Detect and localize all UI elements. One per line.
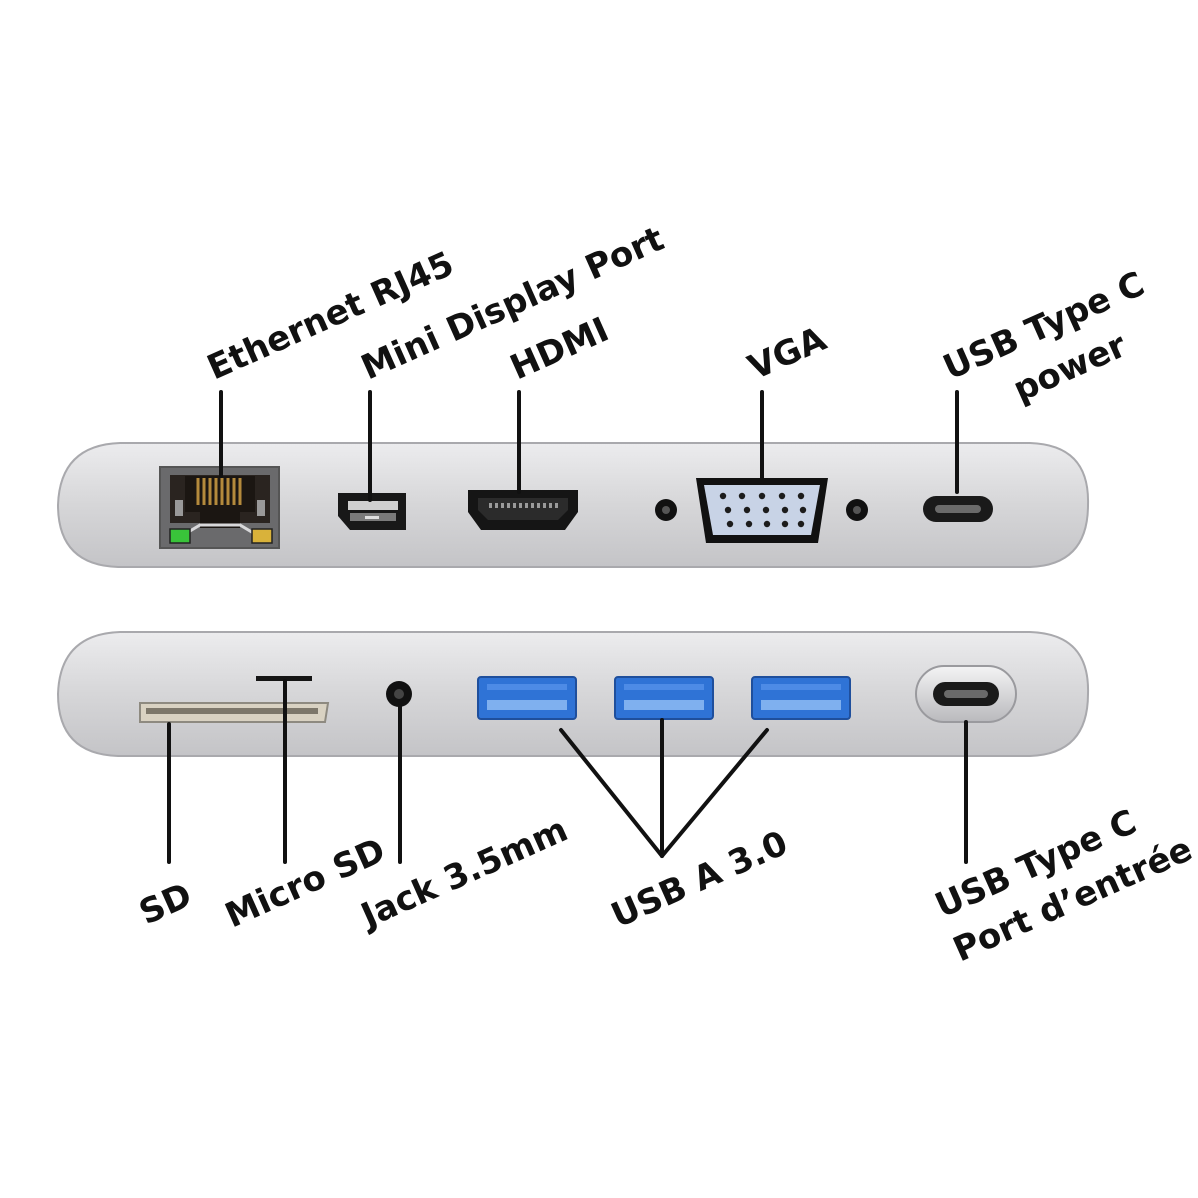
sd-card-slot bbox=[139, 702, 330, 723]
ethernet-port bbox=[159, 466, 280, 549]
label-jack: Jack 3.5mm bbox=[354, 810, 574, 937]
ethernet-led-green bbox=[169, 528, 191, 544]
callout-line-usb-a-3 bbox=[660, 728, 769, 858]
top-dock-side bbox=[56, 442, 1090, 568]
callout-lines bbox=[167, 390, 968, 864]
usb-a-port-2 bbox=[614, 676, 714, 720]
label-ethernet: Ethernet RJ45 bbox=[201, 244, 459, 388]
vga-port bbox=[655, 478, 868, 543]
bottom-labels: SD Micro SD Jack 3.5mm USB A 3.0 USB Typ… bbox=[133, 802, 1198, 970]
usb-a-port-1 bbox=[477, 676, 577, 720]
label-vga: VGA bbox=[742, 319, 832, 389]
micro-sd-slot bbox=[256, 676, 312, 681]
callout-line-usb-a-1 bbox=[559, 728, 664, 858]
ethernet-led-amber bbox=[251, 528, 273, 544]
mini-displayport-port bbox=[338, 493, 406, 530]
hdmi-port bbox=[468, 490, 578, 530]
label-sd: SD bbox=[133, 875, 197, 933]
bottom-dock-side bbox=[56, 631, 1090, 757]
label-usb-a: USB A 3.0 bbox=[605, 823, 793, 936]
top-labels: Ethernet RJ45 Mini Display Port HDMI VGA… bbox=[201, 219, 1150, 410]
audio-jack-port bbox=[386, 681, 412, 707]
usbc-power-port bbox=[923, 496, 993, 522]
usb-a-port-3 bbox=[751, 676, 851, 720]
usbc-input-port bbox=[915, 665, 1017, 723]
